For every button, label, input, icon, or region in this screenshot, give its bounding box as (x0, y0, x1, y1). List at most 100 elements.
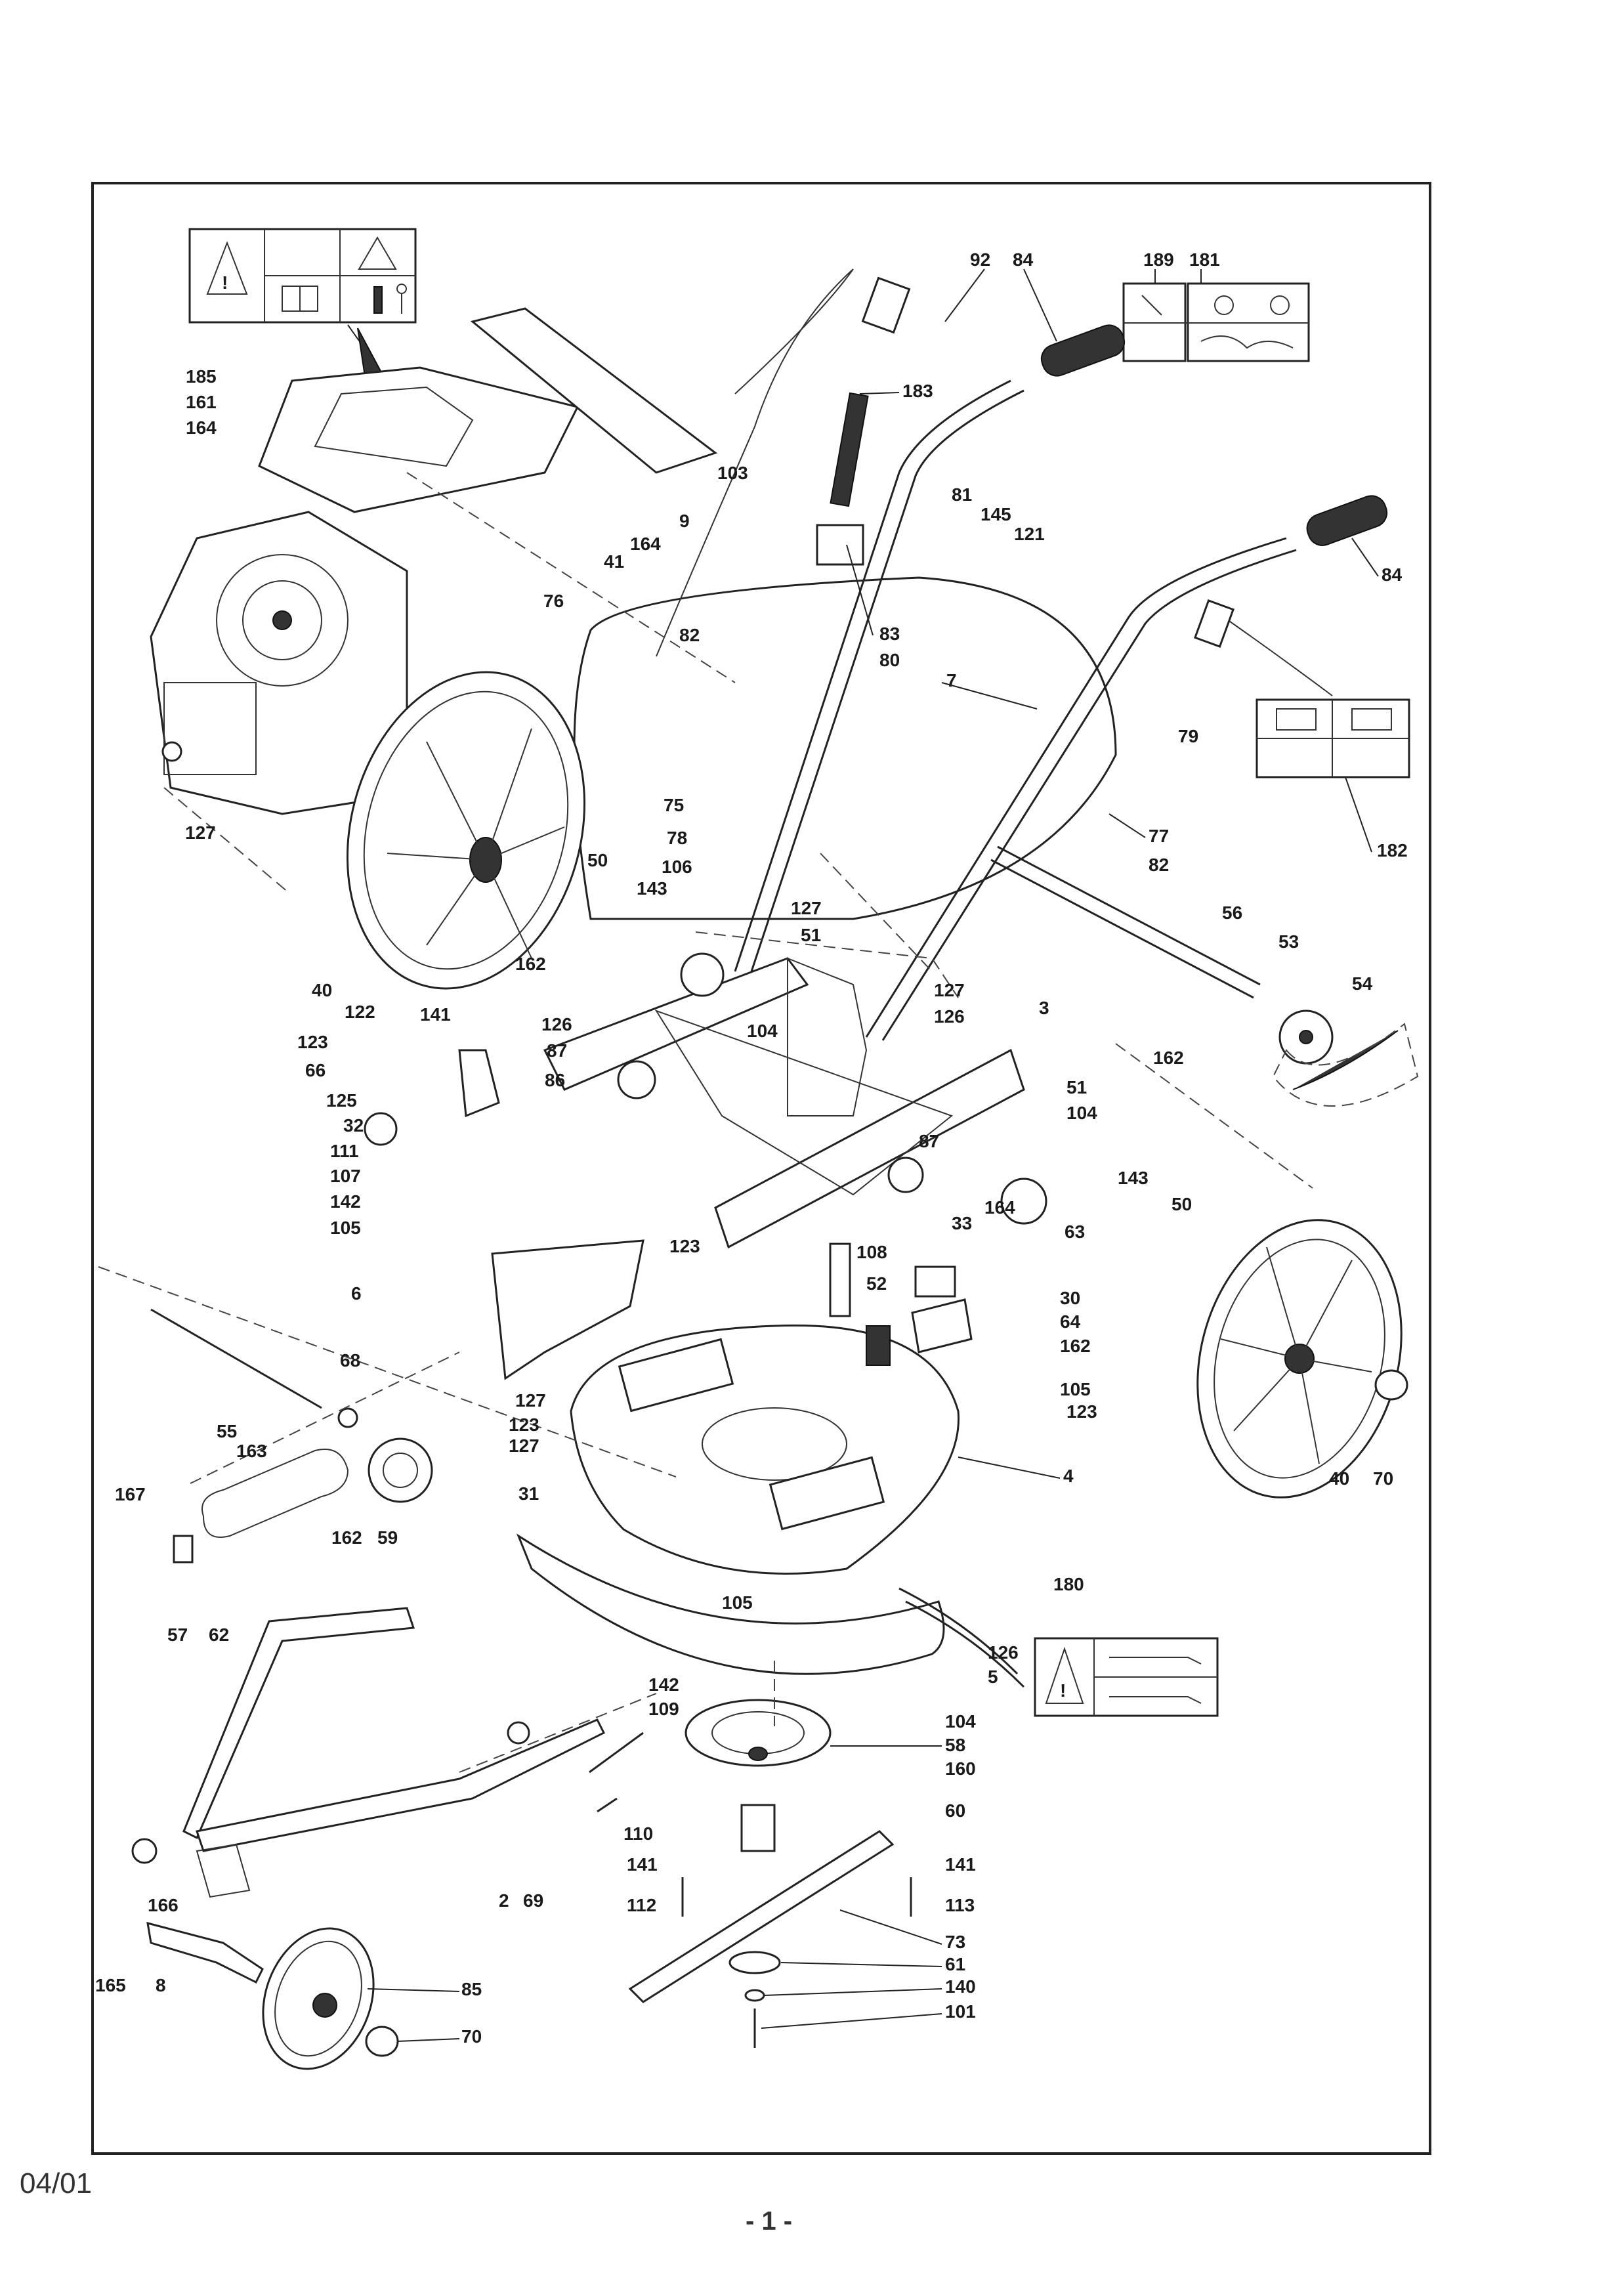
label-68: 68 (340, 1350, 360, 1371)
front-wheel-frame (182, 1607, 606, 1898)
label-113: 113 (945, 1895, 975, 1915)
decal-182 (1256, 698, 1410, 778)
label-105b: 105 (1060, 1379, 1091, 1399)
label-105c: 105 (722, 1592, 753, 1613)
label-70b: 70 (461, 2026, 482, 2047)
label-189: 189 (1143, 249, 1174, 270)
label-83: 83 (879, 624, 900, 644)
label-85: 85 (461, 1979, 482, 1999)
label-32: 32 (343, 1115, 364, 1136)
label-66: 66 (305, 1060, 326, 1080)
label-60: 60 (945, 1800, 965, 1821)
label-143: 143 (637, 878, 667, 899)
blade-assembly (589, 1699, 912, 2048)
label-143b: 143 (1118, 1168, 1149, 1188)
label-33: 33 (952, 1213, 972, 1233)
label-123c: 123 (509, 1414, 539, 1435)
hand-grip-icon (1040, 324, 1126, 377)
label-73: 73 (945, 1932, 965, 1952)
label-180: 180 (1053, 1574, 1084, 1594)
label-182: 182 (1377, 840, 1408, 861)
label-123a: 123 (297, 1032, 328, 1052)
label-164b: 164 (630, 534, 661, 554)
label-92: 92 (970, 249, 990, 270)
assembly-guides (98, 472, 1313, 1773)
label-104b: 104 (1066, 1103, 1097, 1123)
label-82: 82 (679, 625, 700, 645)
label-108: 108 (856, 1242, 887, 1262)
leader-lines (367, 268, 1379, 2042)
label-163: 163 (236, 1441, 267, 1461)
label-126b: 126 (541, 1014, 572, 1034)
label-55: 55 (217, 1421, 237, 1441)
label-8: 8 (156, 1975, 166, 1995)
label-126c: 126 (988, 1642, 1019, 1663)
label-79: 79 (1178, 726, 1198, 746)
label-64: 64 (1060, 1311, 1081, 1332)
label-183: 183 (902, 381, 933, 401)
label-86: 86 (545, 1070, 565, 1090)
label-31: 31 (518, 1483, 539, 1504)
label-40b: 40 (1329, 1468, 1349, 1489)
handle-assembly (573, 268, 1388, 1041)
label-162d: 162 (331, 1527, 362, 1548)
label-70a: 70 (1373, 1468, 1393, 1489)
label-160: 160 (945, 1758, 976, 1779)
label-75: 75 (664, 795, 684, 815)
label-127d: 127 (515, 1390, 546, 1411)
label-111: 111 (330, 1141, 359, 1161)
label-121: 121 (1014, 524, 1045, 544)
label-51: 51 (801, 925, 821, 945)
label-30: 30 (1060, 1288, 1080, 1308)
label-123b: 123 (669, 1236, 700, 1256)
label-50: 50 (587, 850, 608, 870)
label-107: 107 (330, 1166, 361, 1186)
revision-date: 04/01 (20, 2167, 93, 2200)
label-162b: 162 (1153, 1048, 1184, 1068)
label-9: 9 (679, 511, 690, 531)
label-140: 140 (945, 1976, 976, 1997)
label-127a: 127 (185, 822, 216, 843)
label-61: 61 (945, 1954, 965, 1974)
label-40a: 40 (312, 980, 332, 1000)
front-axle (150, 1308, 433, 1563)
diagram-frame (91, 182, 1431, 2155)
label-141a: 141 (420, 1004, 451, 1025)
hand-grip-icon (1306, 495, 1388, 546)
label-142a: 142 (330, 1191, 361, 1212)
label-104a: 104 (747, 1021, 778, 1041)
label-103: 103 (717, 463, 748, 483)
label-165: 165 (95, 1975, 126, 1995)
label-52: 52 (866, 1273, 887, 1294)
decal-189-181 (1122, 282, 1310, 362)
decal-185: ! (188, 228, 421, 427)
rear-wheel-left (346, 671, 586, 990)
warning-triangle-icon (1045, 1646, 1084, 1704)
label-181: 181 (1189, 249, 1220, 270)
engine (150, 511, 408, 815)
label-77: 77 (1149, 826, 1169, 846)
label-162c: 162 (1060, 1336, 1091, 1356)
label-164: 164 (186, 417, 217, 438)
label-127b: 127 (791, 898, 822, 918)
label-141b: 141 (627, 1854, 658, 1875)
label-127e: 127 (509, 1435, 539, 1456)
label-109: 109 (648, 1699, 679, 1719)
label-50b: 50 (1171, 1194, 1192, 1214)
label-106: 106 (662, 857, 692, 877)
drive-axle-sprocket (990, 845, 1419, 1107)
label-53: 53 (1278, 931, 1299, 952)
label-123d: 123 (1066, 1401, 1097, 1422)
label-80: 80 (879, 650, 900, 670)
engine-cover-plate (258, 307, 718, 513)
label-126a: 126 (934, 1006, 965, 1027)
label-166: 166 (148, 1895, 179, 1915)
drive-lever-icon (1276, 708, 1317, 731)
label-2: 2 (499, 1890, 509, 1911)
rear-bracket (829, 1243, 973, 1366)
label-105a: 105 (330, 1218, 361, 1238)
label-161: 161 (186, 392, 217, 412)
rear-wheel-right (1196, 1219, 1408, 1499)
label-127c: 127 (934, 980, 965, 1000)
